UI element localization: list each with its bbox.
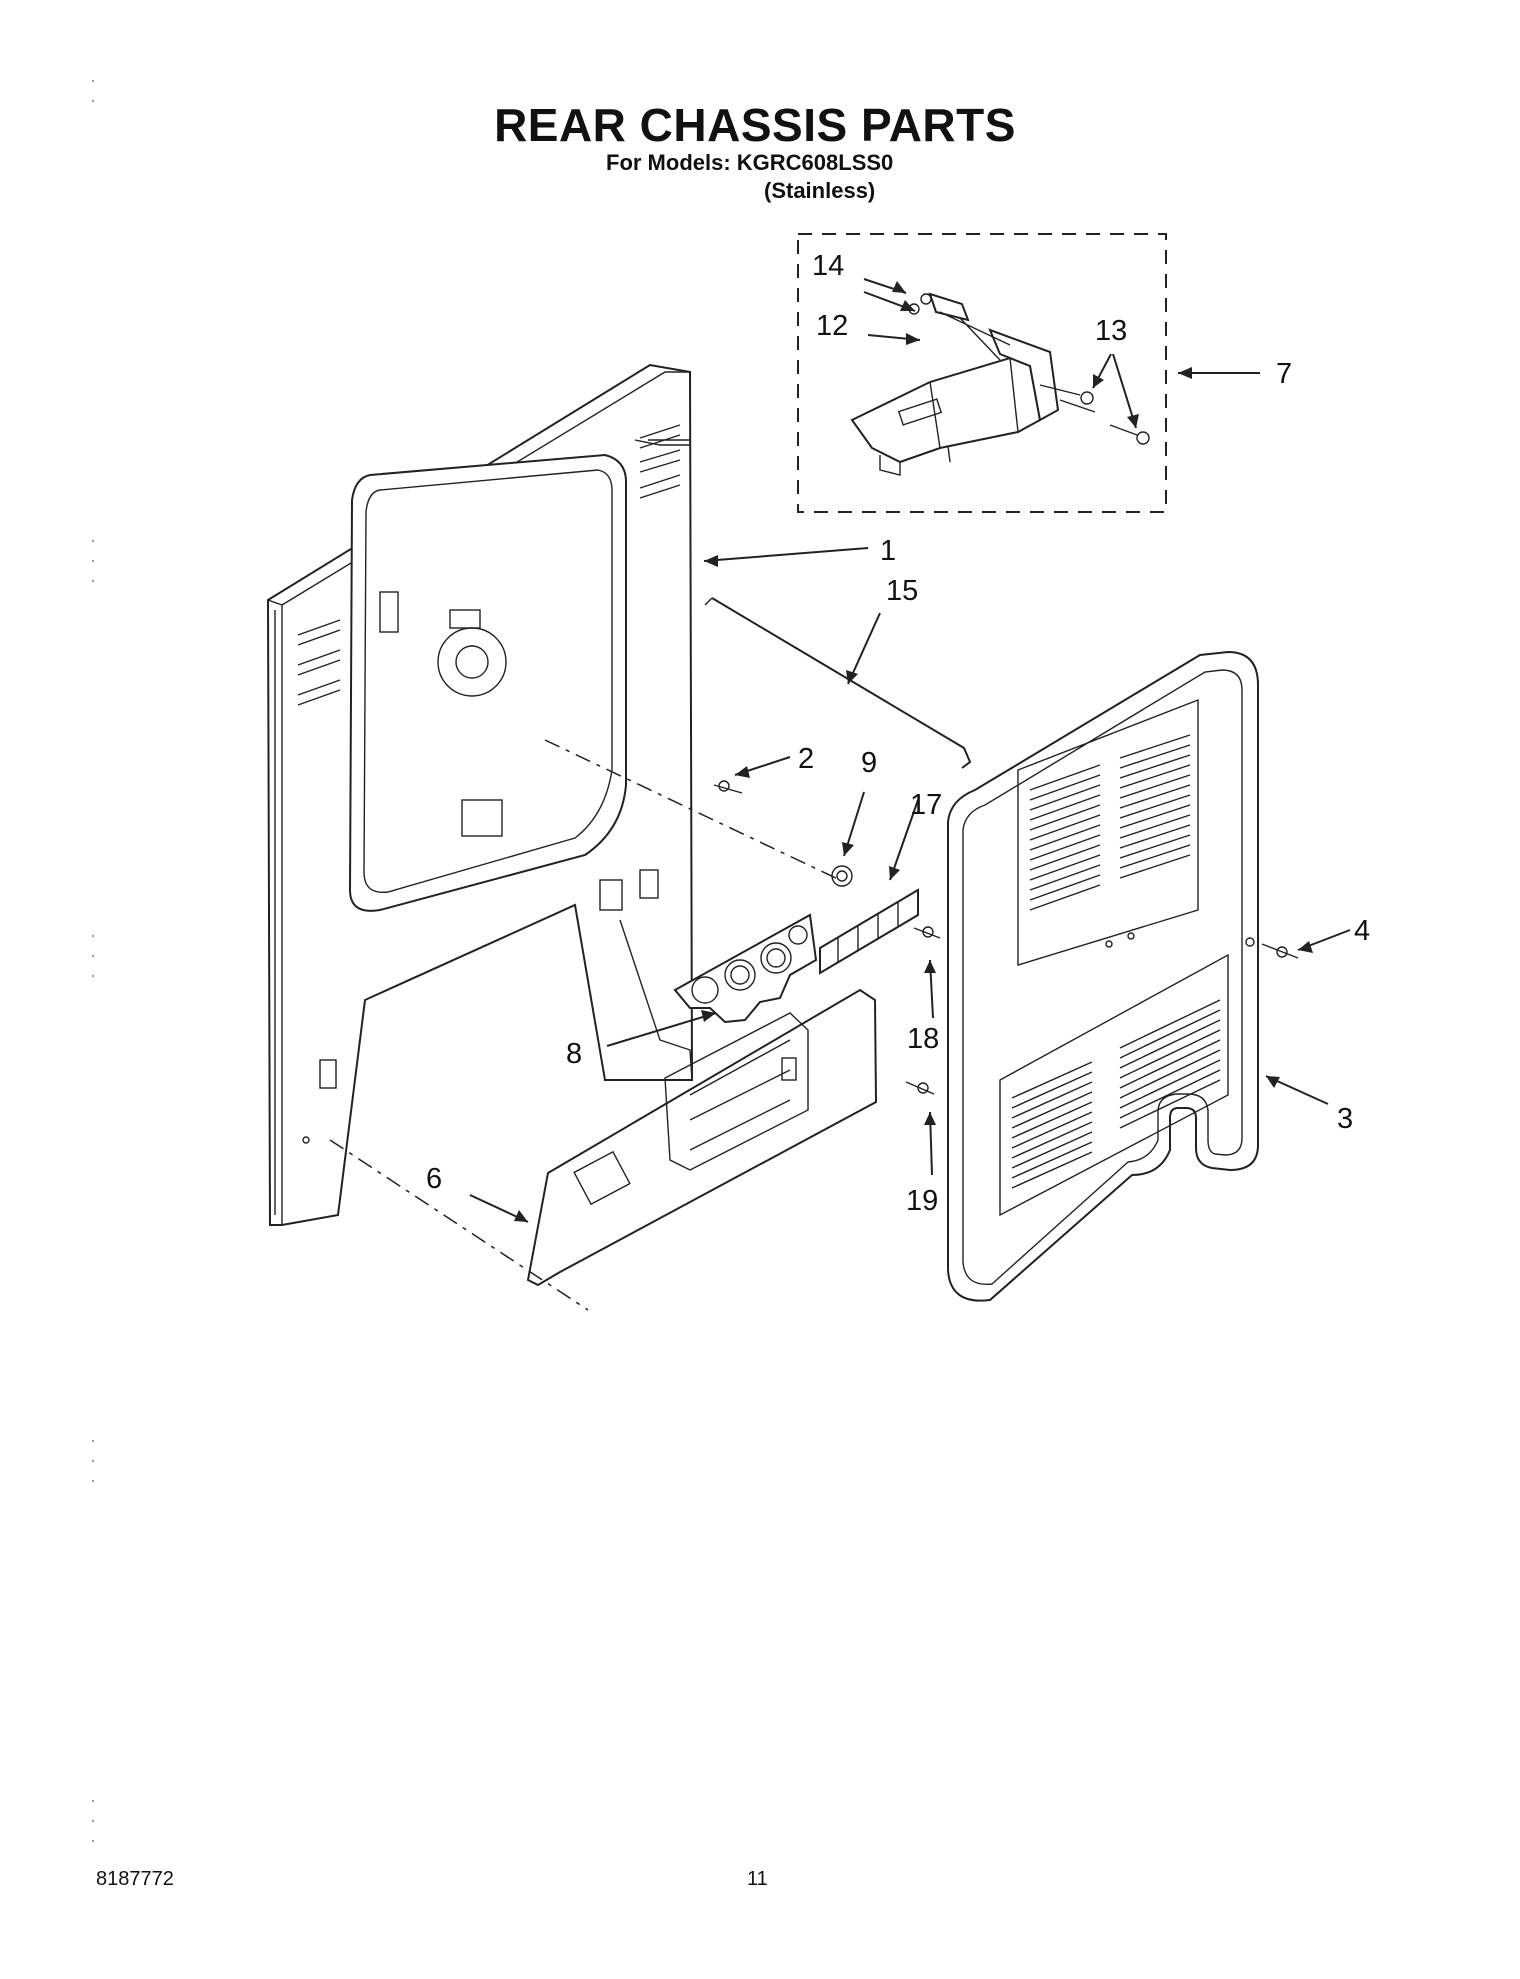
screw-2 <box>713 780 743 794</box>
page-number: 11 <box>747 1868 768 1890</box>
margin-mark <box>92 540 94 542</box>
margin-mark <box>92 580 94 582</box>
terminal-block <box>819 865 919 975</box>
callout-8: 8 <box>566 1038 582 1070</box>
callout-15: 15 <box>886 575 918 607</box>
lower-access-panel <box>526 988 878 1287</box>
callout-18: 18 <box>907 1023 939 1055</box>
terminal-bracket <box>673 913 818 1024</box>
callout-6: 6 <box>426 1163 442 1195</box>
margin-mark <box>92 1800 94 1802</box>
callout-4: 4 <box>1354 915 1370 947</box>
page-title: REAR CHASSIS PARTS <box>0 98 1520 152</box>
screw-4 <box>1261 943 1299 959</box>
margin-mark <box>92 1440 94 1442</box>
support-rod <box>711 597 972 769</box>
margin-mark <box>92 975 94 977</box>
vent-louver-upper <box>1017 698 1199 966</box>
callout-17: 17 <box>910 789 942 821</box>
margin-mark <box>92 100 94 102</box>
margin-mark <box>92 1840 94 1842</box>
margin-mark <box>92 935 94 937</box>
screw-19 <box>905 1081 935 1095</box>
callout-14: 14 <box>812 250 844 282</box>
callout-3: 3 <box>1337 1103 1353 1135</box>
screw-18 <box>913 926 941 939</box>
vent-slots-left <box>297 619 341 706</box>
models-line: For Models: KGRC608LSS0 <box>606 150 894 175</box>
margin-mark <box>92 1480 94 1482</box>
margin-mark <box>92 80 94 82</box>
callout-2: 2 <box>798 743 814 775</box>
rear-cover-panel <box>947 650 1259 1302</box>
margin-mark <box>92 1460 94 1462</box>
variant-label: (Stainless) <box>764 178 876 203</box>
subassembly-box <box>797 233 1167 513</box>
callout-12: 12 <box>816 310 848 342</box>
igniter-bracket-assembly <box>850 292 1150 476</box>
rear-chassis-panel <box>266 363 694 1226</box>
vent-slots-right <box>639 424 681 499</box>
callout-13: 13 <box>1095 315 1127 347</box>
callout-19: 19 <box>906 1185 938 1217</box>
margin-mark <box>92 560 94 562</box>
page-title-text: REAR CHASSIS PARTS <box>494 99 1016 151</box>
document-number: 8187772 <box>96 1868 174 1890</box>
callout-7: 7 <box>1276 358 1292 390</box>
vent-louver-lower <box>999 953 1229 1217</box>
margin-mark <box>92 955 94 957</box>
callout-1: 1 <box>880 535 896 567</box>
margin-mark <box>92 1820 94 1822</box>
callout-9: 9 <box>861 747 877 779</box>
